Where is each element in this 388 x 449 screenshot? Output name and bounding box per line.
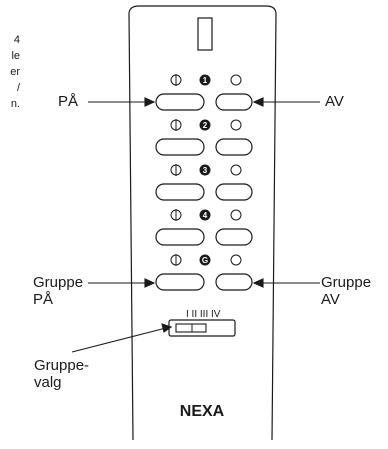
label-group-off: Gruppe AV <box>321 274 372 308</box>
channel-badge <box>199 164 211 176</box>
partial-text-line: le <box>11 50 20 62</box>
group-select-slider[interactable] <box>168 319 236 337</box>
channel-number: 2 <box>203 121 208 130</box>
off-button-5[interactable] <box>215 273 253 291</box>
indicator-window <box>197 17 213 51</box>
on-symbol-icon <box>170 164 182 176</box>
off-symbol-icon <box>230 209 242 221</box>
channel-badge <box>199 119 211 131</box>
off-button-3[interactable] <box>215 183 253 201</box>
on-symbol-icon <box>170 119 182 131</box>
on-button-2[interactable] <box>155 138 205 156</box>
slider-tick-labels: I II III IV <box>186 309 221 320</box>
off-symbol-icon <box>230 119 242 131</box>
partial-text-line: n. <box>10 98 20 110</box>
off-button-1[interactable] <box>215 93 253 111</box>
channel-badge <box>199 74 211 86</box>
channel-number: 4 <box>203 211 208 220</box>
channel-number: 1 <box>203 76 208 85</box>
channel-number: G <box>202 256 208 265</box>
partial-text-line: / <box>16 82 20 94</box>
channel-badge <box>199 254 211 266</box>
brand-logo: NEXA <box>180 403 225 420</box>
channel-badge <box>199 209 211 221</box>
on-button-5[interactable] <box>155 273 205 291</box>
label-group-select: Gruppe- valg <box>34 357 90 391</box>
off-button-4[interactable] <box>215 228 253 246</box>
arrow-group-select <box>71 327 167 353</box>
on-button-4[interactable] <box>155 228 205 246</box>
on-button-1[interactable] <box>155 93 205 111</box>
label-on: PÅ <box>58 93 79 110</box>
partial-text-line: 4 <box>13 34 20 46</box>
off-symbol-icon <box>230 74 242 86</box>
slider-knob[interactable] <box>175 323 207 333</box>
on-symbol-icon <box>170 74 182 86</box>
off-symbol-icon <box>230 254 242 266</box>
off-button-2[interactable] <box>215 138 253 156</box>
partial-text-line: er <box>10 66 20 78</box>
on-button-3[interactable] <box>155 183 205 201</box>
remote-outline <box>128 5 277 441</box>
partial-side-text: 4 le er / n. <box>0 32 20 112</box>
label-off: AV <box>325 93 344 110</box>
label-group-on: Gruppe PÅ <box>33 274 84 308</box>
on-symbol-icon <box>170 254 182 266</box>
off-symbol-icon <box>230 164 242 176</box>
channel-number: 3 <box>203 166 208 175</box>
on-symbol-icon <box>170 209 182 221</box>
